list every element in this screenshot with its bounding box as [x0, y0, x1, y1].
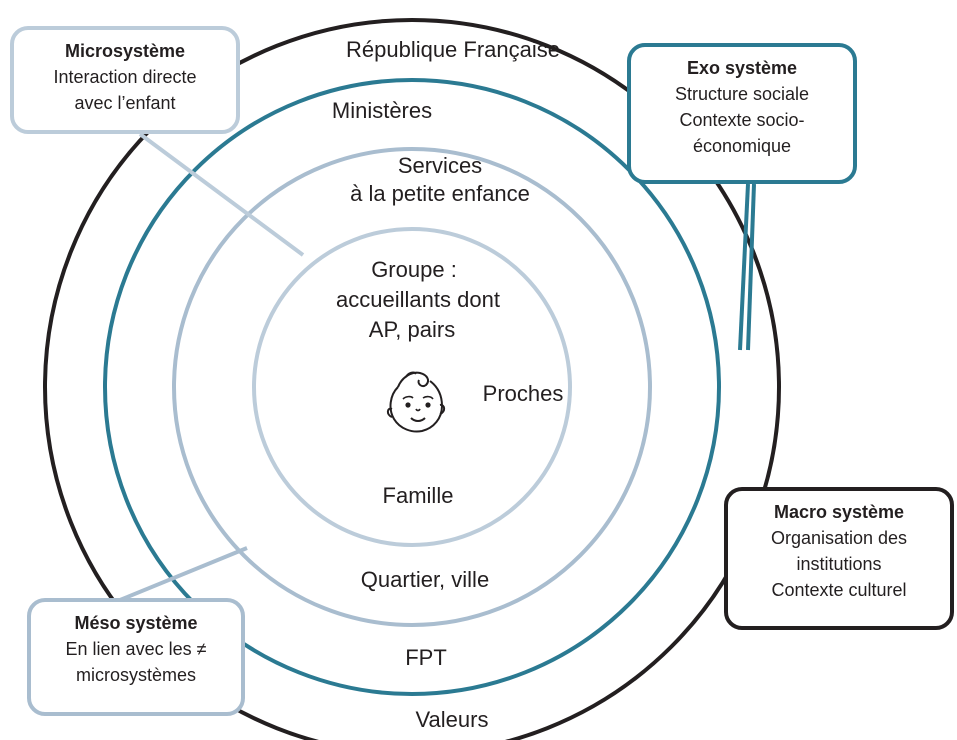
- microsysteme-line2: avec l’enfant: [74, 93, 176, 113]
- macrosysteme-line2: institutions: [796, 554, 882, 574]
- mesosysteme-box: Méso système En lien avec les ≠ microsys…: [27, 598, 245, 716]
- macrosysteme-line3: Contexte culturel: [771, 580, 907, 600]
- label-services: Services: [397, 153, 483, 178]
- micro-connector: [138, 132, 305, 257]
- label-groupe: Groupe :: [371, 257, 457, 282]
- exosysteme-box: Exo système Structure sociale Contexte s…: [627, 43, 857, 184]
- mesosysteme-title: Méso système: [74, 613, 198, 633]
- macro-ring: [43, 18, 781, 740]
- exosysteme-line2: Contexte socio-: [679, 110, 805, 130]
- mesosysteme-line1: En lien avec les ≠: [65, 639, 207, 659]
- exosysteme-title: Exo système: [686, 58, 798, 78]
- microsysteme-title: Microsystème: [64, 41, 186, 61]
- exosysteme-line1: Structure sociale: [674, 84, 810, 104]
- micro-ring: [252, 227, 572, 547]
- label-valeurs: Valeurs: [415, 707, 489, 732]
- label-ministeres: Ministères: [331, 98, 433, 123]
- label-proches: Proches: [482, 381, 564, 406]
- label-accueillants: accueillants dont: [336, 287, 500, 312]
- label-republique: République Française: [345, 37, 561, 62]
- microsysteme-line1: Interaction directe: [53, 67, 197, 87]
- label-famille: Famille: [382, 483, 454, 508]
- label-quartier-ville: Quartier, ville: [360, 567, 490, 592]
- macrosysteme-title: Macro système: [773, 502, 905, 522]
- macrosysteme-line1: Organisation des: [770, 528, 908, 548]
- exosysteme-line3: économique: [692, 136, 792, 156]
- microsysteme-box: Microsystème Interaction directe avec l’…: [10, 26, 240, 134]
- label-ap-pairs: AP, pairs: [368, 317, 456, 342]
- meso-connector: [119, 546, 248, 602]
- label-fpt: FPT: [405, 645, 447, 670]
- exo-ring: [103, 78, 721, 696]
- label-petite-enfance: à la petite enfance: [350, 181, 530, 206]
- macrosysteme-box: Macro système Organisation des instituti…: [724, 487, 954, 630]
- exo-connector-right: [746, 183, 756, 351]
- baby-face-icon: [386, 371, 446, 433]
- mesosysteme-line2: microsystèmes: [75, 665, 196, 685]
- meso-ring: [172, 147, 652, 627]
- exo-connector-left: [738, 183, 750, 351]
